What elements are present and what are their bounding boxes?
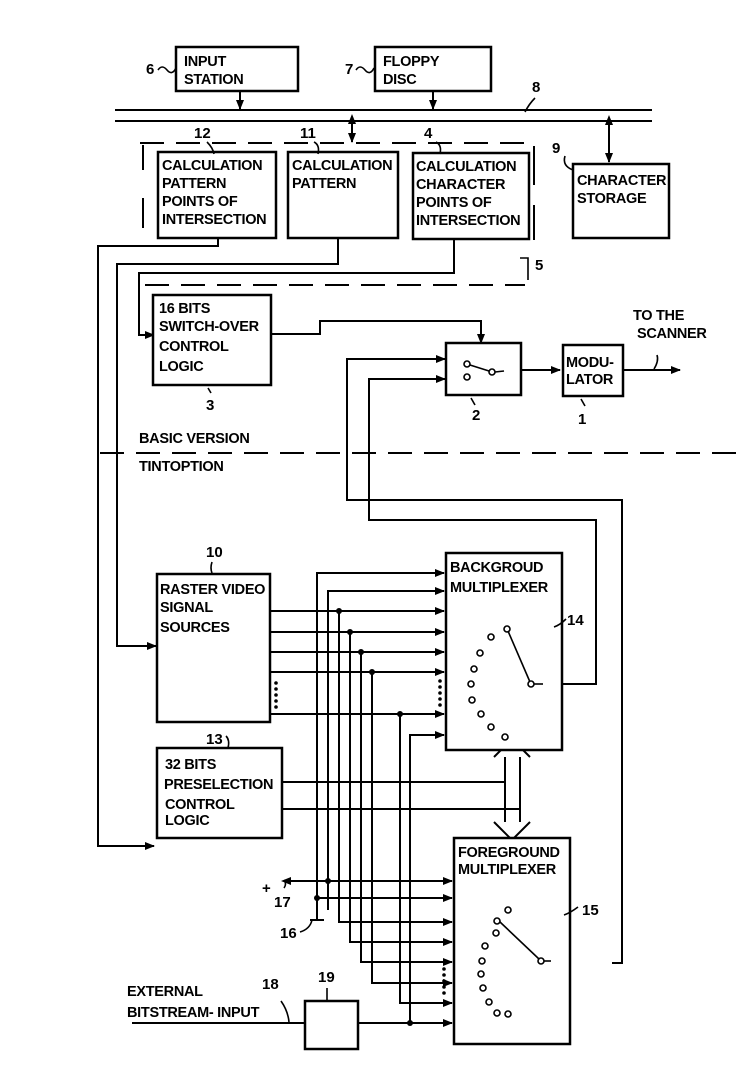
modulator-label-1: MODU- bbox=[566, 355, 614, 371]
floppy-disc-label-1: FLOPPY bbox=[383, 54, 440, 70]
fg-mux-label-1: FOREGROUND bbox=[458, 845, 560, 861]
character-storage-block: CHARACTER STORAGE 9 bbox=[552, 124, 669, 238]
calc4-label-3: POINTS OF bbox=[416, 195, 492, 211]
calc4-label-4: INTERSECTION bbox=[416, 213, 520, 229]
switchover-label-1: 16 BITS bbox=[159, 301, 211, 317]
switch-over-logic-block: 16 BITS SWITCH-OVER CONTROL LOGIC 3 bbox=[153, 295, 481, 414]
ground-and-supply-lines: + 17 16 bbox=[262, 878, 452, 942]
calc11-ref: 11 bbox=[300, 125, 316, 142]
input-block-19 bbox=[305, 1001, 358, 1049]
supply-ref: 17 bbox=[274, 894, 291, 911]
preselection-ref: 13 bbox=[206, 731, 223, 748]
fg-mux-ellipsis-dots bbox=[442, 967, 446, 995]
background-multiplexer-block: BACKGROUD MULTIPLEXER 14 bbox=[438, 553, 584, 750]
tint-option-label: TINTOPTION bbox=[139, 459, 224, 475]
external-input-label-2: BITSTREAM- INPUT bbox=[127, 1005, 260, 1021]
bg-mux-ref: 14 bbox=[567, 612, 584, 629]
modulator-block: MODU- LATOR 1 TO THE SCANNER bbox=[563, 308, 707, 428]
preselection-label-2: PRESELECTION bbox=[164, 777, 273, 793]
switchover-ref: 3 bbox=[206, 397, 214, 414]
calculation-group-ref: 5 bbox=[535, 257, 543, 274]
selector-switch-block: 2 bbox=[446, 343, 560, 424]
preselection-label-1: 32 BITS bbox=[165, 757, 217, 773]
calc4-label-1: CALCULATION bbox=[416, 159, 516, 175]
switchover-label-3: CONTROL bbox=[159, 339, 229, 355]
bg-mux-label-2: MULTIPLEXER bbox=[450, 580, 549, 596]
character-storage-label-2: STORAGE bbox=[577, 191, 647, 207]
floppy-disc-block: FLOPPY DISC 7 bbox=[345, 47, 491, 109]
raster-video-sources-block: RASTER VIDEO SIGNAL SOURCES 10 bbox=[157, 544, 278, 722]
fg-mux-ref: 15 bbox=[582, 902, 599, 919]
external-input-ref: 18 bbox=[262, 976, 279, 993]
preselection-logic-block: 32 BITS PRESELECTION CONTROL LOGIC 13 bbox=[157, 731, 282, 838]
preselection-label-4: LOGIC bbox=[165, 813, 210, 829]
input-station-ref: 6 bbox=[146, 61, 154, 78]
preselection-label-3: CONTROL bbox=[165, 797, 235, 813]
external-bitstream-input: EXTERNAL BITSTREAM- INPUT 18 19 bbox=[127, 969, 452, 1049]
switchover-label-2: SWITCH-OVER bbox=[159, 319, 260, 335]
raster-label-2: SIGNAL bbox=[160, 600, 213, 616]
to-scanner-label-2: SCANNER bbox=[637, 326, 707, 342]
ground-ref: 16 bbox=[280, 925, 297, 942]
calc12-label-3: POINTS OF bbox=[162, 194, 238, 210]
modulator-ref: 1 bbox=[578, 411, 586, 428]
version-divider: BASIC VERSION TINTOPTION bbox=[100, 431, 745, 475]
modulator-label-2: LATOR bbox=[566, 372, 614, 388]
input-station-label-1: INPUT bbox=[184, 54, 226, 70]
switch-contact-b bbox=[464, 374, 470, 380]
input-block-ref: 19 bbox=[318, 969, 335, 986]
bg-mux-ellipsis-dots bbox=[438, 679, 442, 707]
calc11-label-1: CALCULATION bbox=[292, 158, 392, 174]
floppy-disc-label-2: DISC bbox=[383, 72, 417, 88]
calc11-label-2: PATTERN bbox=[292, 176, 356, 192]
preselection-bus-arrows bbox=[282, 739, 530, 840]
raster-ref: 10 bbox=[206, 544, 223, 561]
calc4-label-2: CHARACTER bbox=[416, 177, 506, 193]
calc-pattern-block: CALCULATION PATTERN 11 bbox=[288, 125, 398, 238]
fg-mux-label-2: MULTIPLEXER bbox=[458, 862, 557, 878]
calc12-label-4: INTERSECTION bbox=[162, 212, 266, 228]
calc12-label-1: CALCULATION bbox=[162, 158, 262, 174]
input-station-block: INPUT STATION 6 bbox=[146, 47, 298, 109]
to-scanner-label-1: TO THE bbox=[633, 308, 685, 324]
calc12-ref: 12 bbox=[194, 125, 211, 142]
bg-mux-label-1: BACKGROUD bbox=[450, 560, 543, 576]
basic-version-label: BASIC VERSION bbox=[139, 431, 250, 447]
supply-symbol: + bbox=[262, 880, 271, 897]
bus-ref: 8 bbox=[532, 79, 540, 96]
raster-ellipsis-dots bbox=[274, 681, 278, 709]
switchover-label-4: LOGIC bbox=[159, 359, 204, 375]
switch-ref: 2 bbox=[472, 407, 480, 424]
switch-contact-a bbox=[464, 361, 470, 367]
raster-label-1: RASTER VIDEO bbox=[160, 582, 265, 598]
input-station-label-2: STATION bbox=[184, 72, 243, 88]
calc12-label-2: PATTERN bbox=[162, 176, 226, 192]
calc4-ref: 4 bbox=[424, 125, 433, 142]
calc-pattern-intersection-block: CALCULATION PATTERN POINTS OF INTERSECTI… bbox=[158, 125, 276, 238]
raster-signal-wires bbox=[270, 573, 452, 1023]
foreground-multiplexer-block: FOREGROUND MULTIPLEXER 15 bbox=[442, 838, 598, 1044]
raster-label-3: SOURCES bbox=[160, 620, 230, 636]
external-input-label-1: EXTERNAL bbox=[127, 984, 203, 1000]
character-storage-label-1: CHARACTER bbox=[577, 173, 667, 189]
character-storage-ref: 9 bbox=[552, 140, 560, 157]
floppy-disc-ref: 7 bbox=[345, 61, 353, 78]
